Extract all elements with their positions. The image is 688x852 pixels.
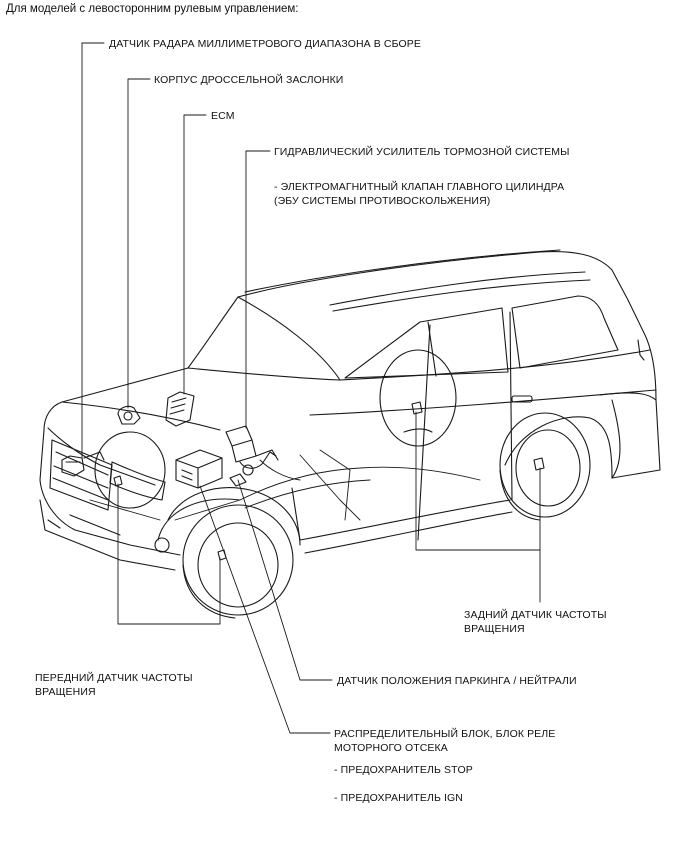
label-front-speed-sensor-2: ВРАЩЕНИЯ	[35, 686, 96, 698]
radar-sensor-component	[61, 451, 105, 477]
rear-wheel	[499, 412, 613, 521]
ecm-component	[165, 391, 195, 427]
label-rear-speed-sensor-2: ВРАЩЕНИЯ	[464, 623, 525, 635]
label-ecm: ECM	[211, 110, 235, 122]
label-booster-ecu: (ЭБУ СИСТЕМЫ ПРОТИВОСКОЛЬЖЕНИЯ)	[274, 195, 491, 207]
chassis	[89, 449, 481, 521]
junction-block-component	[175, 449, 223, 489]
label-booster-solenoid: - ЭЛЕКТРОМАГНИТНЫЙ КЛАПАН ГЛАВНОГО ЦИЛИН…	[274, 181, 565, 193]
label-throttle-body: КОРПУС ДРОССЕЛЬНОЙ ЗАСЛОНКИ	[154, 74, 344, 86]
label-junction-block: РАСПРЕДЕЛИТЕЛЬНЫЙ БЛОК, БЛОК РЕЛЕ	[334, 728, 556, 740]
rear-speed-sensor-component	[411, 401, 545, 471]
vehicle-body	[43, 249, 661, 554]
label-park-neutral-switch: ДАТЧИК ПОЛОЖЕНИЯ ПАРКИНГА / НЕЙТРАЛИ	[337, 675, 577, 687]
leader-lines	[81, 42, 541, 734]
label-radar-sensor: ДАТЧИК РАДАРА МИЛЛИМЕТРОВОГО ДИАПАЗОНА В…	[109, 38, 421, 50]
throttle-body-component	[117, 405, 141, 425]
label-rear-speed-sensor: ЗАДНИЙ ДАТЧИК ЧАСТОТЫ	[464, 609, 607, 621]
label-junction-block-2: МОТОРНОГО ОТСЕКА	[334, 742, 448, 754]
front-fascia	[39, 427, 181, 571]
brake-booster-component	[225, 425, 279, 476]
label-fuse-ign: - ПРЕДОХРАНИТЕЛЬ IGN	[334, 792, 463, 804]
park-neutral-component	[229, 473, 247, 487]
front-wheel	[157, 487, 301, 619]
label-fuse-stop: - ПРЕДОХРАНИТЕЛЬ STOP	[334, 764, 473, 776]
label-front-speed-sensor: ПЕРЕДНИЙ ДАТЧИК ЧАСТОТЫ	[35, 672, 193, 684]
diagram-heading: Для моделей с левосторонним рулевым упра…	[6, 3, 299, 15]
spare-wheel-ghost	[94, 349, 457, 509]
label-brake-booster: ГИДРАВЛИЧЕСКИЙ УСИЛИТЕЛЬ ТОРМОЗНОЙ СИСТЕ…	[274, 146, 570, 158]
